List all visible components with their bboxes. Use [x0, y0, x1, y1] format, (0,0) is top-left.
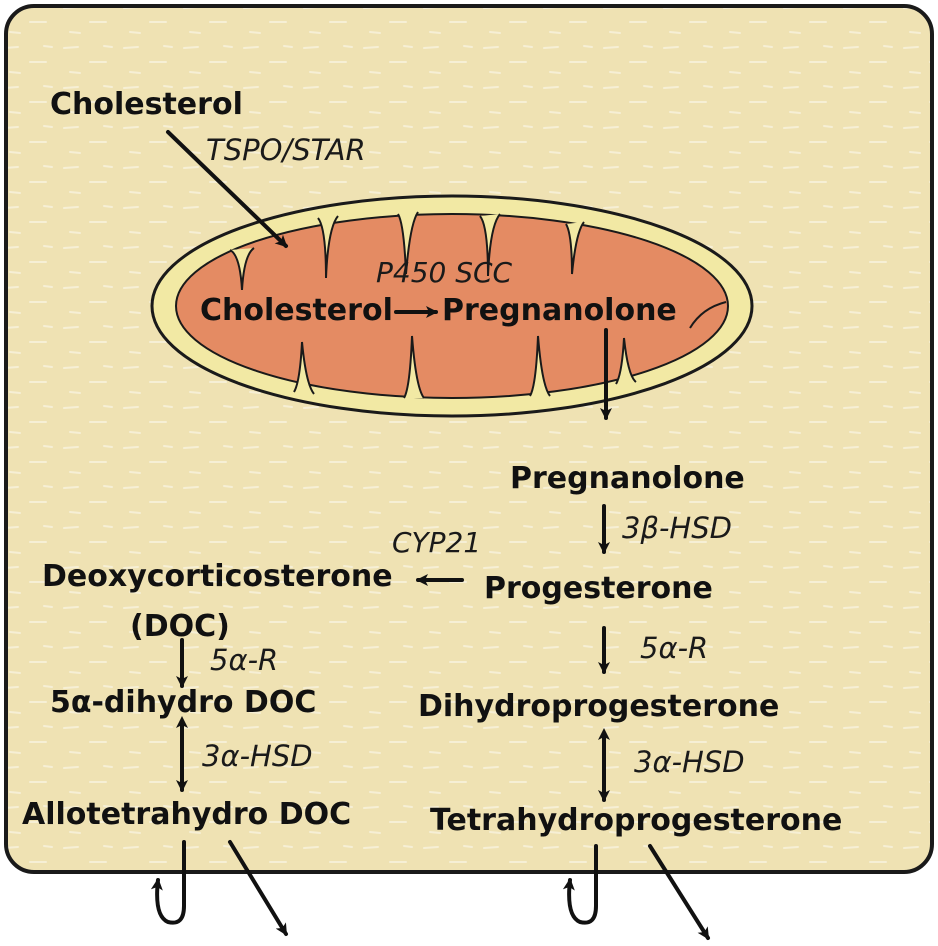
- cell-texture: [8, 8, 930, 870]
- allotetrahydro-doc-label: Allotetrahydro DOC: [22, 797, 351, 832]
- doc-abbrev-label: (DOC): [130, 609, 230, 644]
- tspo-star-enzyme-label: TSPO/STAR: [206, 133, 366, 167]
- p450-scc-enzyme-label: P450 SCC: [376, 256, 513, 289]
- 5a-r-right-enzyme-label: 5α-R: [640, 631, 708, 665]
- pregnanolone-label: Pregnanolone: [510, 461, 745, 496]
- 3b-hsd-enzyme-label: 3β-HSD: [622, 511, 732, 545]
- cyp21-enzyme-label: CYP21: [392, 526, 481, 559]
- 3a-hsd-left-enzyme-label: 3α-HSD: [202, 739, 313, 773]
- dihydroprogesterone-label: Dihydroprogesterone: [418, 689, 779, 724]
- 5a-r-left-enzyme-label: 5α-R: [210, 643, 278, 677]
- mito-cholesterol-label: Cholesterol: [200, 293, 393, 328]
- progesterone-label: Progesterone: [484, 571, 713, 606]
- mito-pregnanolone-label: Pregnanolone: [442, 293, 677, 328]
- 5a-dihydro-doc-label: 5α-dihydro DOC: [50, 685, 316, 720]
- cholesterol-label: Cholesterol: [50, 87, 243, 122]
- tetrahydroprogesterone-label: Tetrahydroprogesterone: [430, 803, 842, 838]
- 3a-hsd-right-enzyme-label: 3α-HSD: [634, 745, 745, 779]
- deoxycorticosterone-label: Deoxycorticosterone: [42, 559, 393, 594]
